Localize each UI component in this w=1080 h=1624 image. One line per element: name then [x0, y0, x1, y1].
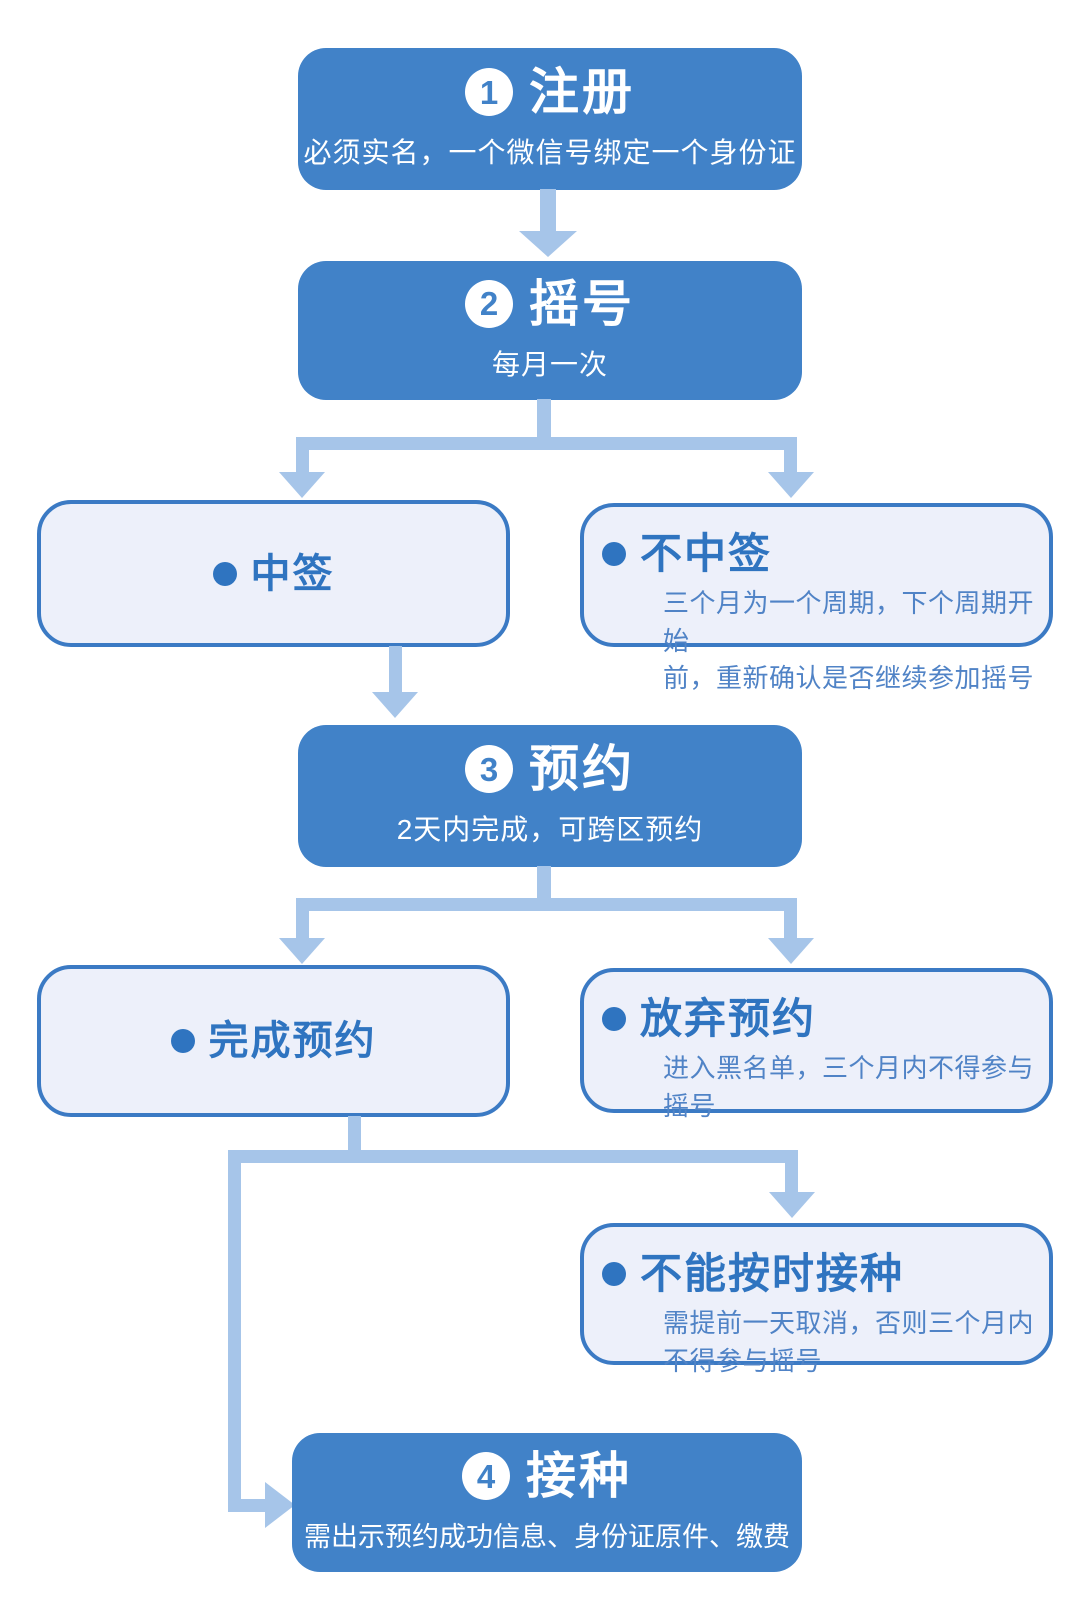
arrow-head-down-icon: [519, 231, 577, 257]
arrow-head-down-icon: [372, 692, 418, 718]
bullet-icon: [212, 561, 237, 586]
arrow-head-down-icon: [279, 938, 325, 964]
branch-stub: [537, 399, 551, 437]
branch-bar: [228, 1150, 798, 1163]
step-number-badge: 4: [462, 1452, 510, 1500]
outcome-win-title: 中签: [212, 551, 335, 596]
step-number-badge: 2: [465, 279, 513, 328]
outcome-abandon-title: 放弃预约: [602, 998, 1043, 1040]
step-lottery-subtitle: 每月一次: [491, 348, 608, 380]
branch-right-stem: [784, 911, 797, 938]
step-title-text: 注册: [529, 64, 635, 120]
outcome-miss-body: 需提前一天取消，否则三个月内 不得参与摇号: [663, 1308, 1035, 1376]
branch-left-stem: [296, 911, 309, 938]
step-title-text: 接种: [526, 1448, 632, 1504]
outcome-complete: 完成预约: [37, 965, 510, 1117]
step-title-text: 摇号: [529, 275, 635, 332]
bullet-icon: [602, 542, 626, 566]
outcome-miss-title: 不能按时接种: [602, 1253, 1043, 1295]
step-appointment-subtitle: 2天内完成，可跨区预约: [396, 814, 704, 845]
outcome-complete-title: 完成预约: [170, 1019, 377, 1063]
step-register-subtitle: 必须实名，一个微信号绑定一个身份证: [303, 137, 797, 168]
step-vaccinate-title: 4 接种: [462, 1451, 632, 1501]
bullet-icon: [170, 1029, 195, 1053]
step-lottery-title: 2 摇号: [465, 279, 635, 329]
branch-left-stem: [296, 450, 309, 472]
step-number-badge: 1: [465, 68, 513, 116]
step-appointment-title: 3 预约: [465, 744, 635, 794]
arrow-head-right-icon: [265, 1482, 295, 1528]
outcome-title-text: 不能按时接种: [640, 1250, 905, 1297]
outcome-abandon-body: 进入黑名单，三个月内不得参与 摇号: [663, 1053, 1035, 1121]
outcome-lose: 不中签 三个月为一个周期，下个周期开始 前，重新确认是否继续参加摇号: [580, 503, 1053, 693]
arrow-head-down-icon: [279, 472, 325, 498]
step-register: 1 注册 必须实名，一个微信号绑定一个身份证: [298, 48, 802, 190]
branch-bar: [296, 437, 797, 450]
branch-right-stem: [785, 1163, 798, 1192]
step-register-title: 1 注册: [465, 67, 635, 117]
branch-left-stem: [228, 1163, 241, 1512]
branch-right-stem: [784, 450, 797, 472]
outcome-win: 中签: [37, 500, 510, 647]
bullet-icon: [602, 1007, 626, 1031]
outcome-miss: 不能按时接种 需提前一天取消，否则三个月内 不得参与摇号: [580, 1223, 1053, 1376]
arrow-stem: [540, 189, 556, 231]
branch-stub: [537, 866, 551, 898]
outcome-lose-title: 不中签: [602, 533, 1043, 575]
step-vaccinate: 4 接种 需出示预约成功信息、身份证原件、缴费: [292, 1433, 802, 1572]
bullet-icon: [602, 1262, 626, 1286]
step-vaccinate-subtitle: 需出示预约成功信息、身份证原件、缴费: [304, 1522, 790, 1552]
branch-stub: [348, 1116, 361, 1150]
outcome-title-text: 中签: [250, 551, 335, 596]
branch-bar: [296, 898, 797, 911]
outcome-title-text: 放弃预约: [640, 995, 817, 1042]
outcome-lose-body: 三个月为一个周期，下个周期开始 前，重新确认是否继续参加摇号: [663, 588, 1035, 694]
arrow-stem: [389, 646, 402, 692]
arrow-head-down-icon: [768, 938, 814, 964]
outcome-title-text: 不中签: [640, 530, 773, 577]
arrow-head-down-icon: [768, 472, 814, 498]
outcome-title-text: 完成预约: [208, 1019, 377, 1063]
step-number-badge: 3: [465, 745, 513, 793]
outcome-abandon: 放弃预约 进入黑名单，三个月内不得参与 摇号: [580, 968, 1053, 1121]
step-lottery: 2 摇号 每月一次: [298, 261, 802, 400]
step-appointment: 3 预约 2天内完成，可跨区预约: [298, 725, 802, 867]
arrow-head-down-icon: [769, 1192, 815, 1218]
branch-bottom-bar: [228, 1499, 265, 1512]
step-title-text: 预约: [529, 741, 635, 797]
